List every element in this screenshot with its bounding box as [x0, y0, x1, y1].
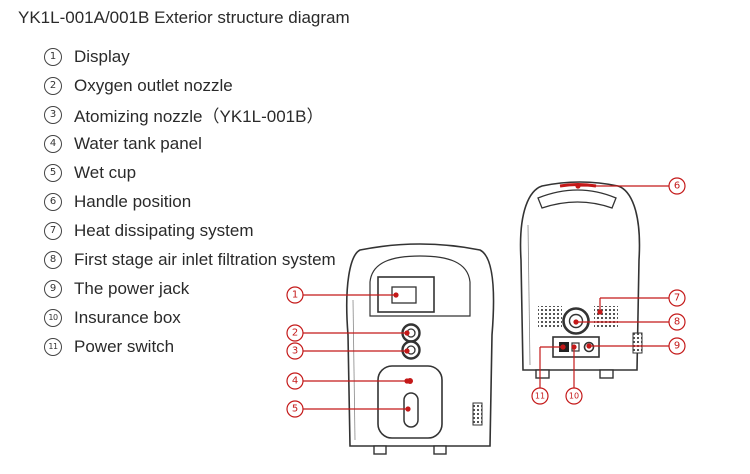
front-foot-right	[433, 445, 447, 455]
legend-number: 4	[44, 134, 62, 153]
svg-text:2: 2	[292, 328, 298, 339]
svg-text:10: 10	[569, 392, 579, 401]
svg-text:3: 3	[292, 346, 298, 357]
legend-item: 2 Oxygen outlet nozzle	[44, 71, 336, 100]
legend-label: The power jack	[74, 278, 190, 298]
legend-number: 1	[44, 47, 62, 66]
legend-item: 10 Insurance box	[44, 303, 336, 332]
legend-label: Heat dissipating system	[74, 220, 254, 240]
callout-leaders	[303, 183, 669, 412]
legend-number: 2	[44, 76, 62, 95]
legend-item: 5 Wet cup	[44, 158, 336, 187]
callout-10-marker: 10	[565, 387, 583, 405]
legend-number: 3	[44, 105, 62, 124]
svg-text:9: 9	[674, 341, 680, 352]
back-side-line	[527, 224, 531, 366]
callout-4-marker: 4	[286, 372, 304, 390]
front-view	[345, 243, 495, 455]
svg-text:7: 7	[674, 293, 680, 304]
legend-item: 3 Atomizing nozzle（YK1L-001B）	[44, 100, 336, 129]
diagram-title: YK1L-001A/001B Exterior structure diagra…	[18, 8, 350, 27]
svg-text:5: 5	[292, 404, 298, 415]
heat-grille-left	[538, 306, 562, 328]
front-side-vent	[472, 402, 483, 426]
legend-item: 6 Handle position	[44, 187, 336, 216]
callout-2-marker: 2	[286, 324, 304, 342]
callout-5-marker: 5	[286, 400, 304, 418]
legend-number: 7	[44, 221, 62, 240]
legend-number: 11	[44, 337, 62, 356]
legend-number: 10	[44, 308, 62, 327]
back-foot-left	[535, 369, 550, 379]
legend-item: 11 Power switch	[44, 332, 336, 361]
back-view	[519, 181, 643, 379]
legend-label: Handle position	[74, 191, 192, 211]
handle-recess	[537, 189, 617, 209]
legend-label: Power switch	[74, 336, 175, 356]
legend-item: 7 Heat dissipating system	[44, 216, 336, 245]
atomizing-nozzle	[401, 340, 421, 360]
legend-label: Wet cup	[74, 162, 137, 182]
legend-label: Oxygen outlet nozzle	[74, 75, 233, 95]
svg-text:6: 6	[674, 181, 680, 192]
svg-text:4: 4	[292, 376, 298, 387]
legend-label: Insurance box	[74, 307, 181, 327]
front-bezel	[369, 255, 471, 317]
legend-number: 6	[44, 192, 62, 211]
legend-label: Display	[74, 46, 130, 66]
wet-cup	[403, 392, 419, 428]
legend-label: Water tank panel	[74, 133, 202, 153]
svg-text:1: 1	[292, 290, 298, 301]
back-foot-right	[599, 369, 614, 379]
legend-label: Atomizing nozzle（YK1L-001B）	[74, 107, 324, 126]
legend-item: 8 First stage air inlet filtration system	[44, 245, 336, 274]
callout-6-marker: 6	[668, 177, 686, 195]
legend-number: 5	[44, 163, 62, 182]
legend-number: 8	[44, 250, 62, 269]
svg-text:11: 11	[535, 392, 545, 401]
svg-text:8: 8	[674, 317, 680, 328]
legend-item: 4 Water tank panel	[44, 129, 336, 158]
front-foot-left	[373, 445, 387, 455]
callout-3-marker: 3	[286, 342, 304, 360]
callout-8-marker: 8	[668, 313, 686, 331]
callout-markers: 1 2 3 4 5 6 7 8 9 10 11	[286, 177, 686, 418]
callout-7-marker: 7	[668, 289, 686, 307]
callout-11-marker: 11	[531, 387, 549, 405]
front-side-line	[352, 299, 356, 441]
legend-number: 9	[44, 279, 62, 298]
callout-9-marker: 9	[668, 337, 686, 355]
callout-1-marker: 1	[286, 286, 304, 304]
parts-legend: 1 Display 2 Oxygen outlet nozzle 3 Atomizin…	[44, 42, 336, 361]
legend-label: First stage air inlet filtration system	[74, 249, 336, 269]
legend-item: 9 The power jack	[44, 274, 336, 303]
legend-item: 1 Display	[44, 42, 336, 71]
back-side-vent	[632, 332, 643, 354]
heat-grille-right	[594, 306, 618, 328]
